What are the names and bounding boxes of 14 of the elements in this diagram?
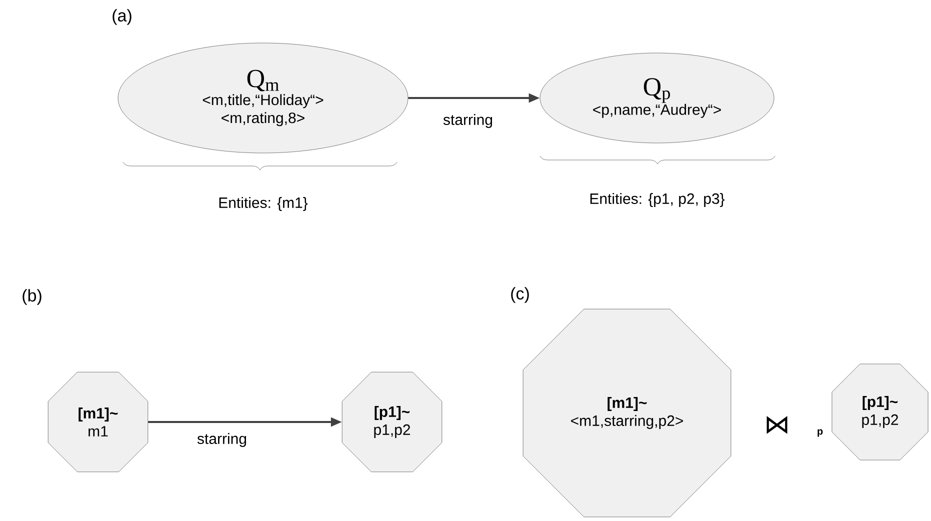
caption-text: Entities: {p1, p2, p3} bbox=[590, 193, 725, 207]
octagon-node: [p1]~ p1,p2 bbox=[342, 372, 442, 472]
caption-text: Entities: {m1} bbox=[219, 197, 308, 211]
octagon-node: [m1]~ m1 bbox=[48, 372, 148, 472]
panel-label: (a) bbox=[112, 9, 132, 25]
ellipse-node: Q$_{p}$ <p,name,“Audrey“> bbox=[540, 52, 774, 144]
edge-label: starring bbox=[196, 432, 248, 448]
join-symbol: ⋈ bbox=[766, 416, 788, 434]
edge-label: starring bbox=[442, 113, 494, 129]
octagon-node: [m1]~ <m1,starring,p2> bbox=[522, 308, 732, 518]
panel-label: (b) bbox=[22, 289, 42, 305]
ellipse-node: Q$_{m}$ <m,title,“Holiday“> <m,rating,8> bbox=[118, 42, 408, 154]
panel-label: (c) bbox=[511, 287, 529, 303]
octagon-node: [p1]~ p1,p2 bbox=[832, 364, 928, 460]
